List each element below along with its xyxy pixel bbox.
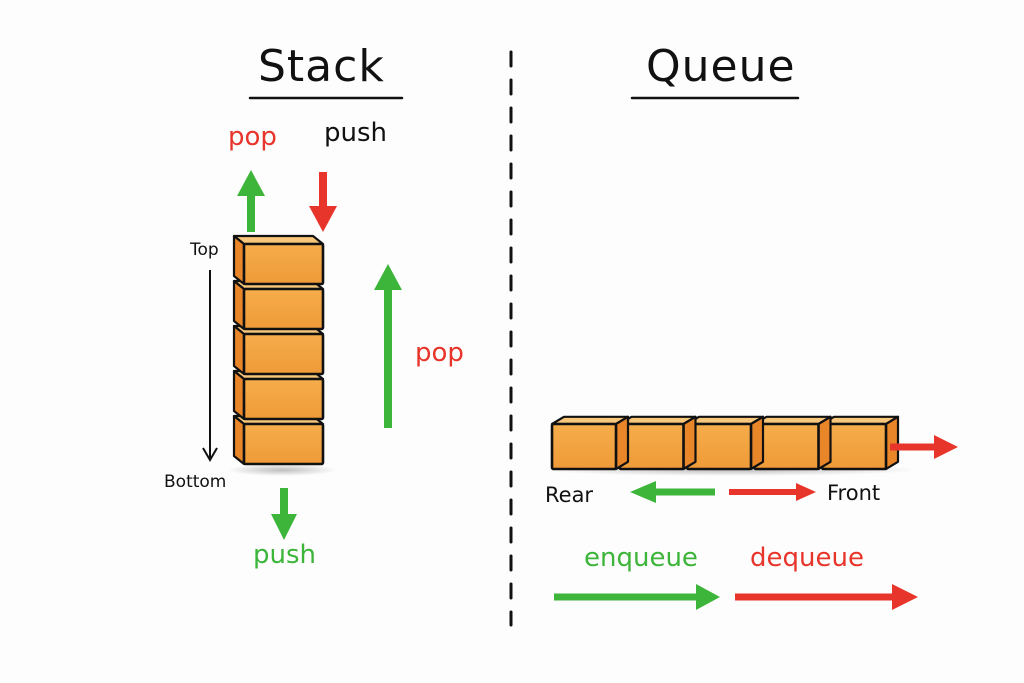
stack-side-pop-label: pop	[415, 338, 464, 368]
stack-top-pop-label: pop	[228, 122, 277, 152]
queue-block	[685, 415, 765, 471]
queue-block	[550, 415, 630, 471]
stack-shadow	[227, 464, 337, 476]
queue-front-label: Front	[827, 481, 881, 505]
enqueue-arrow	[554, 584, 720, 610]
stack-side-pop-arrow	[374, 264, 402, 428]
stack-bottom-push-label: push	[253, 540, 317, 570]
stack-top-marker: Top	[190, 240, 219, 260]
enqueue-label: enqueue	[584, 543, 698, 573]
queue-block	[820, 415, 900, 471]
queue-block	[618, 415, 697, 471]
dequeue-arrow	[735, 584, 918, 610]
stack-bottom-push-arrow	[271, 488, 297, 540]
queue-exit-arrow	[890, 435, 958, 459]
stack-top-push-label: push	[324, 118, 388, 148]
queue-title: Queue	[646, 41, 796, 92]
stack-block	[232, 369, 325, 421]
stack-block	[232, 414, 325, 466]
dequeue-label: dequeue	[750, 543, 864, 573]
stack-pop-up-arrow	[237, 170, 265, 232]
stack-block	[232, 234, 325, 286]
stack-bottom-marker: Bottom	[164, 472, 227, 492]
stack-push-down-arrow	[309, 172, 337, 232]
stack-title: Stack	[258, 41, 385, 92]
queue-rear-label: Rear	[545, 483, 594, 507]
queue-blocks	[550, 415, 900, 471]
stack-block	[232, 324, 325, 376]
rear-direction-arrow	[630, 481, 715, 503]
top-to-bottom-arrow	[202, 270, 218, 462]
front-direction-arrow	[729, 483, 816, 501]
stack-block	[232, 279, 325, 331]
stack-blocks	[232, 234, 325, 466]
queue-block	[753, 415, 832, 471]
